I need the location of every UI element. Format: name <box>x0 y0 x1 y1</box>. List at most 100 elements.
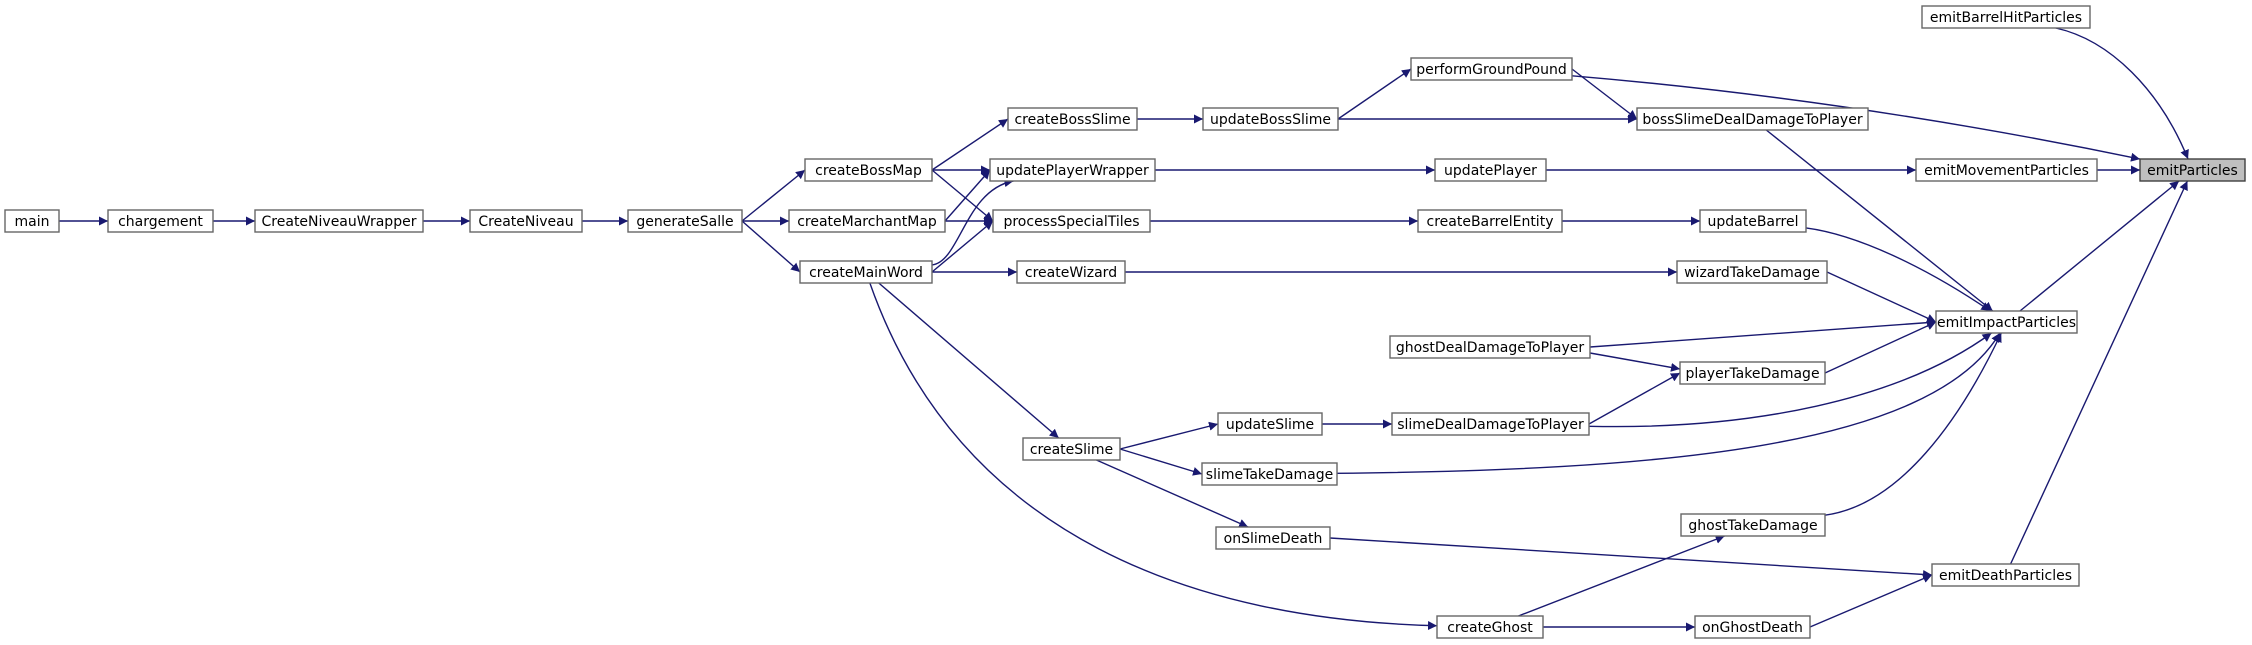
node-createMainWord[interactable]: createMainWord <box>799 260 933 284</box>
node-label-main: main <box>15 214 50 230</box>
node-box-createSlime[interactable] <box>1022 437 1121 461</box>
node-performGroundPound[interactable]: performGroundPound <box>1410 57 1573 81</box>
edge-bossSlimeDealDamageToPlayer-to-emitImpactParticles <box>1765 129 1994 312</box>
node-box-updateBarrel[interactable] <box>1699 209 1807 233</box>
node-emitDeathParticles[interactable]: emitDeathParticles <box>1931 563 2080 587</box>
node-label-generateSalle: generateSalle <box>636 214 733 230</box>
node-label-updateSlime: updateSlime <box>1226 417 1314 433</box>
node-main[interactable]: main <box>4 209 60 233</box>
node-bossSlimeDealDamageToPlayer[interactable]: bossSlimeDealDamageToPlayer <box>1636 107 1869 131</box>
edge-createSlime-to-onSlimeDeath <box>1096 459 1249 528</box>
node-box-main[interactable] <box>4 209 60 233</box>
node-box-slimeDealDamageToPlayer[interactable] <box>1391 412 1590 436</box>
node-box-ghostDealDamageToPlayer[interactable] <box>1389 335 1591 359</box>
node-onSlimeDeath[interactable]: onSlimeDeath <box>1215 526 1331 550</box>
node-onGhostDeath[interactable]: onGhostDeath <box>1694 615 1811 639</box>
node-ghostDealDamageToPlayer[interactable]: ghostDealDamageToPlayer <box>1389 335 1591 359</box>
node-updatePlayerWrapper[interactable]: updatePlayerWrapper <box>989 158 1156 182</box>
node-createMarchantMap[interactable]: createMarchantMap <box>788 209 946 233</box>
node-box-emitMovementParticles[interactable] <box>1915 158 2098 182</box>
edge-generateSalle-to-createBossMap <box>741 169 806 222</box>
edge-createMainWord-to-createSlime <box>878 282 1060 439</box>
node-box-emitBarrelHitParticles[interactable] <box>1921 5 2091 29</box>
node-wizardTakeDamage[interactable]: wizardTakeDamage <box>1676 260 1828 284</box>
node-box-createMarchantMap[interactable] <box>788 209 946 233</box>
node-label-CreateNiveau: CreateNiveau <box>478 214 573 230</box>
node-playerTakeDamage[interactable]: playerTakeDamage <box>1679 361 1826 385</box>
node-box-ghostTakeDamage[interactable] <box>1680 513 1826 537</box>
node-label-createMainWord: createMainWord <box>809 265 923 281</box>
edge-onGhostDeath-to-emitDeathParticles <box>1809 574 1933 628</box>
node-updateBarrel[interactable]: updateBarrel <box>1699 209 1807 233</box>
node-box-chargement[interactable] <box>107 209 214 233</box>
node-label-emitDeathParticles: emitDeathParticles <box>1939 568 2072 584</box>
node-emitImpactParticles[interactable]: emitImpactParticles <box>1935 310 2078 334</box>
node-box-updateSlime[interactable] <box>1217 412 1323 436</box>
node-box-createMainWord[interactable] <box>799 260 933 284</box>
node-createBarrelEntity[interactable]: createBarrelEntity <box>1417 209 1563 233</box>
node-box-createWizard[interactable] <box>1016 260 1126 284</box>
node-box-CreateNiveau[interactable] <box>469 209 583 233</box>
node-label-updatePlayerWrapper: updatePlayerWrapper <box>996 163 1149 179</box>
node-label-updateBossSlime: updateBossSlime <box>1210 112 1331 128</box>
node-box-onSlimeDeath[interactable] <box>1215 526 1331 550</box>
node-box-wizardTakeDamage[interactable] <box>1676 260 1828 284</box>
node-createGhost[interactable]: createGhost <box>1436 615 1544 639</box>
node-label-processSpecialTiles: processSpecialTiles <box>1003 214 1139 230</box>
node-createWizard[interactable]: createWizard <box>1016 260 1126 284</box>
node-emitBarrelHitParticles[interactable]: emitBarrelHitParticles <box>1921 5 2091 29</box>
node-chargement[interactable]: chargement <box>107 209 214 233</box>
node-CreateNiveau[interactable]: CreateNiveau <box>469 209 583 233</box>
node-box-createBossSlime[interactable] <box>1007 107 1138 131</box>
node-box-performGroundPound[interactable] <box>1410 57 1573 81</box>
node-box-createBossMap[interactable] <box>804 158 933 182</box>
edge-onSlimeDeath-to-emitDeathParticles <box>1329 537 1933 579</box>
edge-ghostDealDamageToPlayer-to-playerTakeDamage <box>1589 352 1681 372</box>
node-emitMovementParticles[interactable]: emitMovementParticles <box>1915 158 2098 182</box>
node-box-updateBossSlime[interactable] <box>1202 107 1339 131</box>
edge-generateSalle-to-createMainWord <box>741 220 801 273</box>
node-box-updatePlayer[interactable] <box>1434 158 1547 182</box>
node-generateSalle[interactable]: generateSalle <box>627 209 743 233</box>
node-updateBossSlime[interactable]: updateBossSlime <box>1202 107 1339 131</box>
edge-emitDeathParticles-to-emitParticles <box>2009 180 2189 565</box>
edge-updateBarrel-to-emitImpactParticles <box>1805 227 1991 312</box>
node-slimeTakeDamage[interactable]: slimeTakeDamage <box>1201 462 1338 486</box>
node-box-emitImpactParticles[interactable] <box>1935 310 2078 334</box>
node-box-updatePlayerWrapper[interactable] <box>989 158 1156 182</box>
node-label-createSlime: createSlime <box>1030 442 1113 458</box>
node-box-createGhost[interactable] <box>1436 615 1544 639</box>
edge-wizardTakeDamage-to-emitImpactParticles <box>1826 271 1937 323</box>
node-box-playerTakeDamage[interactable] <box>1679 361 1826 385</box>
node-updateSlime[interactable]: updateSlime <box>1217 412 1323 436</box>
node-box-processSpecialTiles[interactable] <box>992 209 1151 233</box>
node-box-slimeTakeDamage[interactable] <box>1201 462 1338 486</box>
node-box-generateSalle[interactable] <box>627 209 743 233</box>
node-slimeDealDamageToPlayer[interactable]: slimeDealDamageToPlayer <box>1391 412 1590 436</box>
node-label-createWizard: createWizard <box>1025 265 1117 281</box>
edge-emitBarrelHitParticles-to-emitParticles <box>2055 27 2189 160</box>
node-ghostTakeDamage[interactable]: ghostTakeDamage <box>1680 513 1826 537</box>
node-createSlime[interactable]: createSlime <box>1022 437 1121 461</box>
node-createBossMap[interactable]: createBossMap <box>804 158 933 182</box>
node-createBossSlime[interactable]: createBossSlime <box>1007 107 1138 131</box>
node-box-bossSlimeDealDamageToPlayer[interactable] <box>1636 107 1869 131</box>
node-box-onGhostDeath[interactable] <box>1694 615 1811 639</box>
edge-updateBossSlime-to-performGroundPound <box>1337 68 1412 120</box>
node-processSpecialTiles[interactable]: processSpecialTiles <box>992 209 1151 233</box>
edge-createGhost-to-ghostTakeDamage <box>1518 535 1725 617</box>
node-box-CreateNiveauWrapper[interactable] <box>254 209 424 233</box>
node-box-emitParticles[interactable] <box>2139 158 2246 182</box>
node-updatePlayer[interactable]: updatePlayer <box>1434 158 1547 182</box>
node-emitParticles[interactable]: emitParticles <box>2139 158 2246 182</box>
node-label-createBossMap: createBossMap <box>815 163 922 179</box>
node-label-ghostDealDamageToPlayer: ghostDealDamageToPlayer <box>1396 340 1585 356</box>
node-box-emitDeathParticles[interactable] <box>1931 563 2080 587</box>
edge-createSlime-to-slimeTakeDamage <box>1119 448 1203 476</box>
node-CreateNiveauWrapper[interactable]: CreateNiveauWrapper <box>254 209 424 233</box>
node-label-createGhost: createGhost <box>1447 620 1533 636</box>
node-box-createBarrelEntity[interactable] <box>1417 209 1563 233</box>
node-label-updateBarrel: updateBarrel <box>1708 214 1799 230</box>
edge-createBossMap-to-createBossSlime <box>931 118 1009 171</box>
